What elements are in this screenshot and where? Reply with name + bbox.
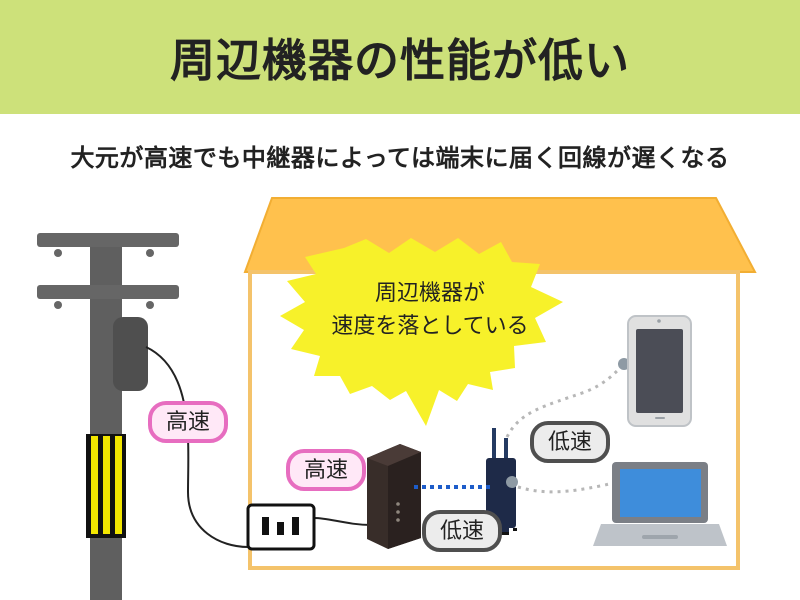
utility-pole-icon [37,233,179,600]
router-link-endpoint [506,476,518,488]
pole-speed-label: 高速 [148,401,228,443]
modem-speed-text: 高速 [304,458,348,483]
pole-cable [145,346,249,548]
modem-icon [367,444,421,549]
page-title: 周辺機器の性能が低い [169,34,630,87]
callout-line-2: 速度を落としている [331,314,528,339]
smartphone-icon [627,315,692,427]
laptop-icon [593,462,727,546]
wall-outlet-icon [246,503,316,551]
router-speed-label: 低速 [422,510,502,552]
outlet-to-modem-cable [313,517,373,526]
device-speed-label: 低速 [530,421,610,463]
modem-speed-label: 高速 [286,449,366,491]
device-speed-text: 低速 [548,430,592,455]
header-banner: 周辺機器の性能が低い [0,0,800,114]
callout-line-1: 周辺機器が [375,281,485,306]
speed-callout-bubble: 周辺機器が 速度を落としている [280,238,563,426]
router-speed-text: 低速 [440,519,484,544]
page-subtitle: 大元が高速でも中継器によっては端末に届く回線が遅くなる [70,144,730,172]
pole-speed-text: 高速 [166,410,210,435]
